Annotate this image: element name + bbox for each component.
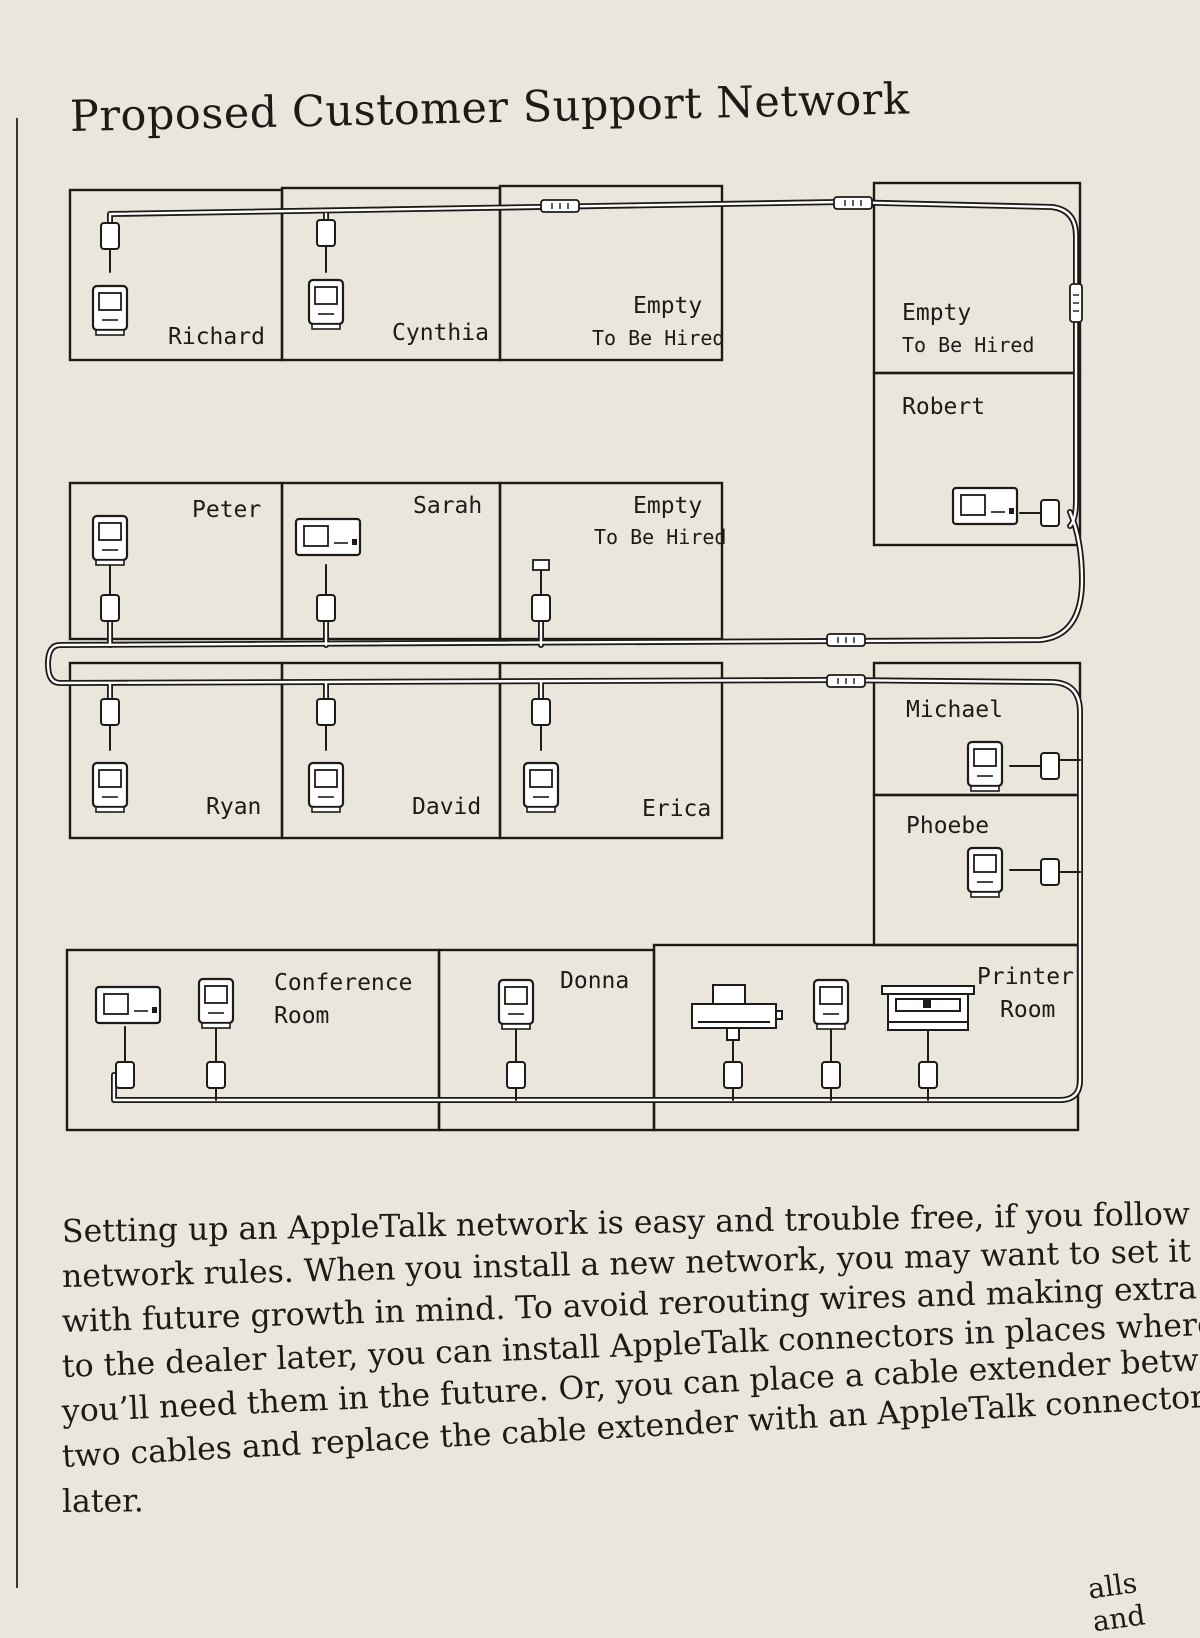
label-erica: Erica [642, 796, 711, 822]
label-empty-a-sub: To Be Hired [592, 326, 724, 350]
page-margin-rule [16, 118, 18, 1588]
room-erica [498, 661, 724, 840]
label-empty-b-sub: To Be Hired [902, 333, 1034, 357]
label-david: David [412, 794, 481, 820]
label-empty-c-sub: To Be Hired [594, 525, 726, 549]
room-walls [65, 181, 1082, 1132]
label-printer: Printer [977, 964, 1074, 990]
label-conference: Conference [274, 970, 412, 996]
network-floor-plan: Richard Cynthia Empty To Be Hired Empty … [45, 181, 1085, 1132]
label-richard: Richard [168, 324, 265, 350]
label-printer-room: Room [1000, 997, 1055, 1023]
next-page-text-fragment: alls and [1085, 1566, 1148, 1638]
label-cynthia: Cynthia [392, 320, 489, 346]
label-empty-c: Empty [633, 493, 702, 519]
label-empty-a: Empty [633, 293, 702, 319]
connector-plug-icon [532, 559, 550, 585]
network-cables [45, 199, 1085, 1103]
label-peter: Peter [192, 497, 261, 523]
label-sarah: Sarah [413, 493, 482, 519]
label-robert: Robert [902, 394, 985, 420]
label-phoebe: Phoebe [906, 813, 989, 839]
label-michael: Michael [906, 697, 1003, 723]
paragraph-line: later. [61, 1483, 144, 1520]
room-robert [872, 371, 1082, 547]
room-empty-a [498, 184, 724, 362]
body-paragraph: Setting up an AppleTalk network is easy … [61, 1195, 1200, 1525]
label-empty-b: Empty [902, 300, 971, 326]
label-conference-room: Room [274, 1003, 329, 1029]
laser-printer-icon [881, 985, 975, 1031]
room-empty-c [498, 481, 724, 641]
dot-matrix-printer-icon [691, 984, 783, 1041]
label-ryan: Ryan [206, 794, 261, 820]
label-donna: Donna [560, 968, 629, 994]
